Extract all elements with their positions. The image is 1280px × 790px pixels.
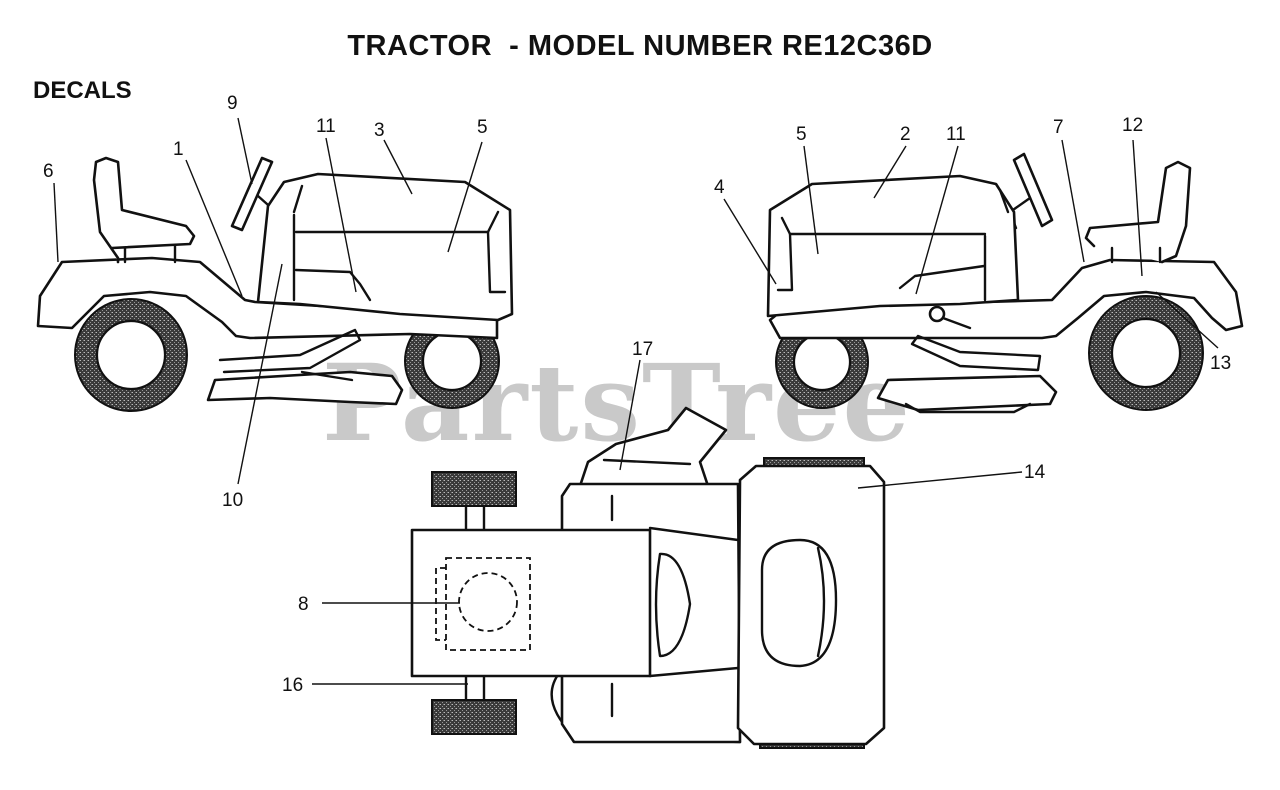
section-label: DECALS [33,77,132,104]
callout-label: 5 [796,124,807,145]
callout-label: 3 [374,120,385,141]
callout-label: 17 [632,339,653,360]
callout-label: 9 [227,93,238,114]
callout-label: 4 [714,177,725,198]
callout-label: 11 [946,124,966,145]
callout-label: 7 [1053,117,1064,138]
callout-label: 5 [477,117,488,138]
callout-label: 16 [282,675,303,696]
callout-label: 12 [1122,115,1143,136]
right-side-view [766,152,1244,414]
left-side-view [36,156,514,412]
callout-label: 14 [1024,462,1046,483]
callout-label: 2 [900,124,911,145]
callout-label: 13 [1210,353,1231,374]
callout-labels: 1 2 3 4 5 5 6 7 8 9 10 11 11 12 13 14 16… [43,93,1231,696]
callout-leaders [53,117,1219,685]
top-view-rear-tire-upper [431,471,517,507]
callout-label: 6 [43,161,54,182]
diagram-title: TRACTOR - MODEL NUMBER RE12C36D [347,30,933,62]
callout-label: 11 [316,116,336,137]
callout-label: 8 [298,594,309,615]
top-view-rear-tire-lower [431,699,517,735]
callout-label: 10 [222,490,243,511]
callout-label: 1 [173,139,184,160]
